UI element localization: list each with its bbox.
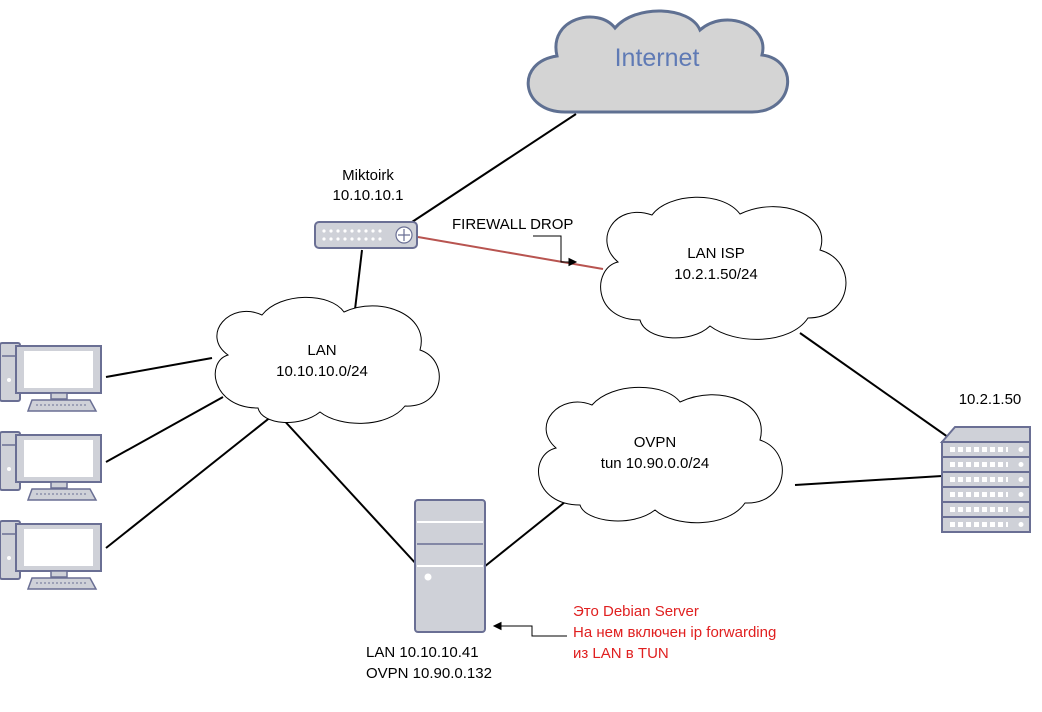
- link-lan-pc1: [105, 357, 213, 378]
- workstation-2: [0, 431, 102, 501]
- debian-server: LAN 10.10.10.41 OVPN 10.90.0.132: [366, 499, 492, 682]
- note-line-1: Это Debian Server: [573, 603, 699, 620]
- note-line-3: из LAN в TUN: [573, 645, 669, 662]
- router-ip: 10.10.10.1: [333, 187, 404, 204]
- remote-server-ip: 10.2.1.50: [959, 391, 1022, 408]
- note-line-2: На нем включен ip forwarding: [573, 624, 776, 641]
- internet-cloud: Internet: [526, 9, 789, 114]
- router-icon: [314, 221, 418, 249]
- rack-vents: [950, 447, 1008, 527]
- workstation-1: [0, 342, 102, 412]
- lan-isp-name: LAN ISP: [687, 245, 745, 262]
- firewall-arrow: [533, 235, 578, 267]
- ovpn-subnet: tun 10.90.0.0/24: [601, 455, 709, 472]
- link-internet-router: [411, 113, 577, 223]
- power-led-icon: [424, 573, 432, 581]
- debian-note: Это Debian Server На нем включен ip forw…: [573, 603, 776, 662]
- note-arrow: [492, 621, 567, 637]
- lan-cloud: LAN 10.10.10.0/24: [214, 296, 440, 424]
- lan-name: LAN: [307, 342, 336, 359]
- router-port-dots: [322, 229, 382, 241]
- link-lan-pc2: [105, 396, 224, 463]
- debian-lan-ip: LAN 10.10.10.41: [366, 644, 479, 661]
- debian-ovpn-ip: OVPN 10.90.0.132: [366, 665, 492, 682]
- router: Miktoirk 10.10.10.1: [314, 167, 418, 249]
- link-lan-debian: [279, 415, 419, 567]
- link-ovpn-server: [794, 475, 943, 486]
- link-lan-pc3: [105, 415, 273, 549]
- lan-isp-cloud: LAN ISP 10.2.1.50/24: [600, 196, 847, 340]
- link-router-lanisp-firewall: [417, 236, 604, 270]
- workstation-3: [0, 520, 102, 590]
- internet-label: Internet: [615, 44, 700, 72]
- lan-subnet: 10.10.10.0/24: [276, 363, 368, 380]
- connections: [105, 113, 956, 568]
- link-router-lan: [353, 249, 363, 319]
- rack-server-icon: [939, 426, 1031, 443]
- firewall-label: FIREWALL DROP: [452, 216, 573, 233]
- router-name: Miktoirk: [342, 167, 394, 184]
- link-lanisp-server: [799, 332, 956, 443]
- ovpn-name: OVPN: [634, 434, 677, 451]
- ovpn-cloud: OVPN tun 10.90.0.0/24: [538, 386, 783, 524]
- link-debian-ovpn: [483, 501, 566, 568]
- remote-server: 10.2.1.50: [939, 391, 1031, 533]
- lan-isp-subnet: 10.2.1.50/24: [674, 266, 757, 283]
- rack-units: [941, 441, 1031, 533]
